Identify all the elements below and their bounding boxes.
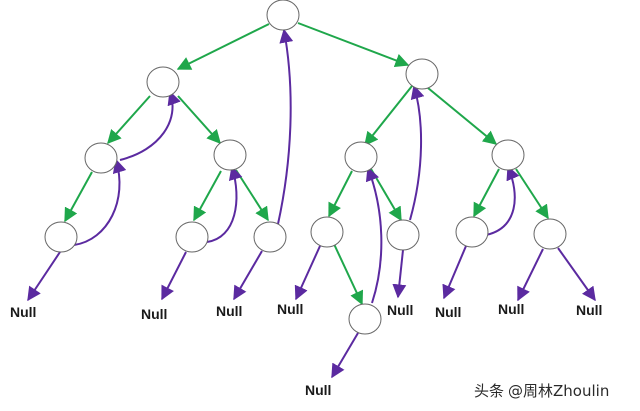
child-edges	[64, 22, 549, 306]
null-edge	[392, 249, 407, 299]
null-edge	[442, 245, 467, 300]
child-edge	[473, 168, 500, 218]
null-edge	[233, 250, 263, 301]
thread-edge	[277, 28, 294, 225]
child-edge	[297, 22, 410, 68]
tree-node	[213, 139, 247, 171]
child-edge	[64, 171, 93, 223]
null-label: Null	[435, 304, 461, 320]
child-edge	[235, 169, 269, 222]
null-label: Null	[387, 302, 413, 318]
tree-node	[253, 221, 287, 253]
null-labels: Null Null Null Null Null Null Null Null …	[10, 301, 602, 398]
thread-edge	[365, 166, 383, 304]
watermark-prefix: 头条	[474, 382, 505, 400]
thread-edge	[409, 84, 425, 221]
child-edge	[177, 95, 221, 145]
thread-edge	[206, 165, 243, 243]
null-edge	[517, 248, 544, 302]
tree-node	[348, 303, 382, 335]
null-edge	[294, 245, 321, 301]
watermark: 头条@周林Zhoulin	[474, 380, 640, 404]
child-edge	[107, 95, 151, 145]
tree-node	[491, 139, 525, 171]
thread-edges	[27, 28, 596, 379]
tree-node	[386, 219, 420, 251]
tree-node	[533, 218, 567, 250]
null-label: Null	[498, 301, 524, 317]
thread-edge	[485, 165, 520, 236]
null-label: Null	[10, 304, 36, 320]
watermark-handle: @周林Zhoulin	[508, 382, 610, 400]
child-edge	[364, 85, 413, 147]
child-edge	[176, 23, 270, 70]
child-edge	[515, 168, 549, 220]
null-label: Null	[305, 382, 331, 398]
null-edge	[161, 251, 187, 301]
tree-node	[146, 66, 180, 98]
child-edge	[193, 170, 222, 222]
tree-node	[344, 141, 378, 173]
thread-edge	[73, 158, 127, 246]
child-edge	[328, 170, 353, 218]
null-label: Null	[141, 306, 167, 322]
tree-node	[455, 216, 489, 248]
thread-edge	[119, 90, 181, 161]
tree-node	[175, 221, 209, 253]
tree-node	[405, 58, 439, 90]
null-edge	[557, 247, 596, 302]
null-edge	[27, 251, 61, 302]
tree-node	[44, 221, 78, 253]
null-label: Null	[277, 301, 303, 317]
tree-node-root	[266, 0, 300, 31]
tree-node	[84, 142, 118, 174]
child-edge	[333, 243, 364, 306]
child-edge	[427, 87, 498, 145]
tree-nodes	[44, 0, 567, 335]
null-edge	[331, 332, 359, 379]
null-label: Null	[216, 303, 242, 319]
null-label: Null	[576, 302, 602, 318]
tree-node	[310, 216, 344, 248]
